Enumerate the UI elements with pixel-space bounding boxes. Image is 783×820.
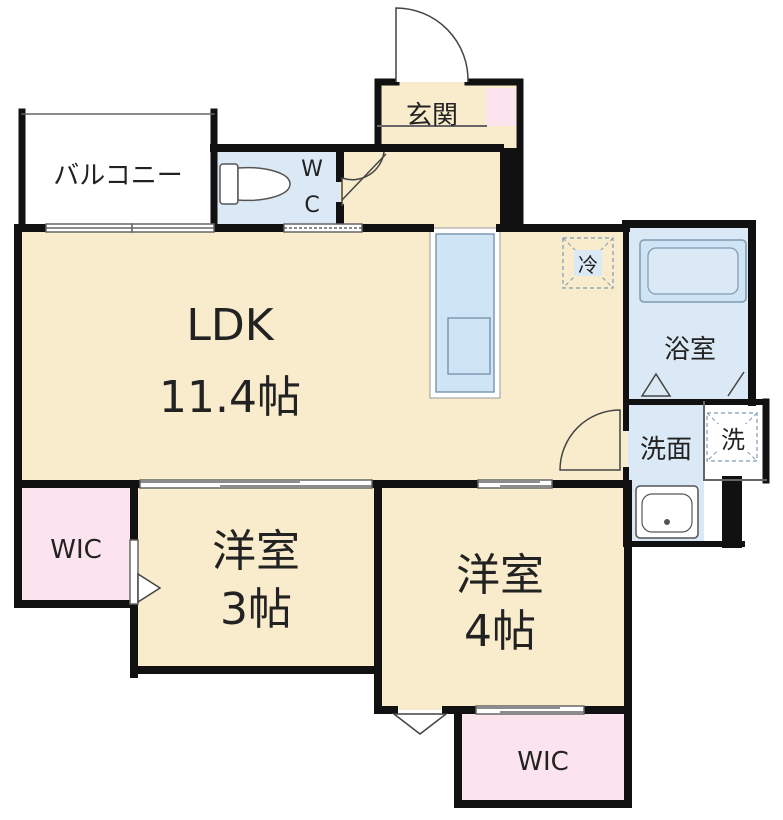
ldk-size-label: 11.4帖: [159, 372, 301, 423]
washer-label: 洗: [721, 426, 745, 454]
western-4-floor: [378, 484, 628, 710]
western-3-floor: [134, 484, 378, 670]
bathtub-icon: [639, 239, 747, 303]
bathroom-label: 浴室: [664, 335, 716, 365]
fridge-label-bg: [574, 250, 602, 276]
washbasin-icon: [635, 485, 699, 539]
wic-left-floor: [22, 488, 134, 604]
western-3-size-label: 3帖: [220, 584, 292, 635]
wic-left-door-mark: [137, 572, 162, 604]
washer-space: [706, 412, 758, 462]
fixtures: [219, 163, 758, 539]
balcony-floor: [22, 112, 214, 228]
toilet-icon: [219, 163, 291, 205]
openings: [45, 223, 585, 715]
western-4-size-label: 4帖: [464, 606, 536, 657]
toilet-label-c: C: [304, 193, 319, 218]
entrance-door: [395, 7, 469, 83]
hall-floor: [340, 148, 500, 228]
western-3-label: 洋室: [212, 526, 300, 577]
washer-diagonal-2: [706, 412, 758, 462]
wic-left-label: WIC: [50, 535, 102, 565]
washer-diagonal-1: [706, 412, 758, 462]
wic-bottom-floor: [458, 710, 628, 804]
fridge-label: 冷: [578, 253, 598, 277]
washer-label-bg: [718, 424, 748, 452]
ldk-floor: [22, 228, 628, 484]
doors: [137, 7, 745, 735]
walls: [14, 78, 770, 808]
kitchen-sink-basin: [447, 317, 491, 375]
entrance-shoe-box: [486, 88, 516, 126]
ldk-label: LDK: [186, 300, 274, 351]
floors: [22, 82, 750, 804]
wic-bottom-label: WIC: [517, 747, 569, 777]
washroom-label: 洗面: [640, 435, 692, 465]
balcony-label: バルコニー: [53, 161, 182, 191]
toilet-label-w: W: [301, 157, 323, 182]
fridge-space: [562, 237, 614, 289]
bathroom-door-mark: [640, 372, 672, 397]
western-4-label: 洋室: [456, 550, 544, 601]
entrance-label: 玄関: [406, 101, 458, 131]
labels: バルコニー 玄関 W C LDK 11.4帖 冷 浴室 洗面 洗 WIC 洋室 …: [50, 101, 745, 777]
washroom-door: [559, 409, 621, 471]
wic-bottom-door-mark: [391, 713, 449, 735]
